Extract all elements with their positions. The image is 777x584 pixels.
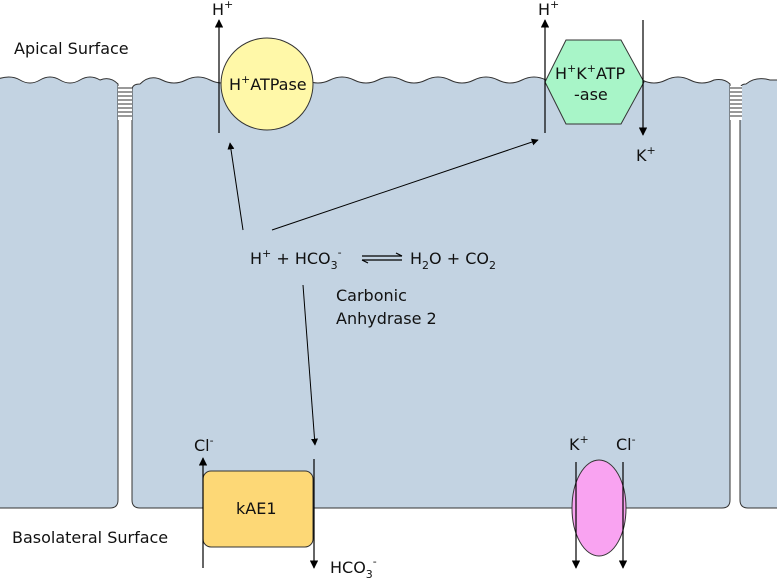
apical-surface-label: Apical Surface	[14, 39, 129, 58]
h-atpase-pump	[220, 37, 314, 131]
proton-to-hk-atpase-arrow	[271, 138, 539, 231]
basolateral-surface-label: Basolateral Surface	[12, 528, 168, 547]
proton-to-h-atpase-arrow	[227, 142, 244, 231]
hk-atpase-label-line1: H+K+ATP	[555, 62, 625, 83]
cl-ion-label-left: Cl-	[194, 434, 214, 455]
reaction-products: H2O + CO2	[410, 249, 496, 272]
h-ion-label-atpase: H+	[212, 0, 233, 19]
cl-ion-label-right: Cl-	[616, 433, 636, 454]
hk-atpase-label-line2: -ase	[574, 85, 608, 104]
main-cell	[131, 76, 731, 509]
right-cell	[739, 78, 777, 509]
carbonic-anhydrase-label-line1: Carbonic	[336, 286, 407, 305]
h-ion-label-hk: H+	[538, 0, 559, 19]
equilibrium-arrows-icon	[361, 252, 403, 264]
bicarbonate-to-kae1-arrow	[302, 284, 319, 446]
left-cell	[0, 76, 119, 509]
tight-junction-right	[730, 86, 742, 120]
kae1-label: kAE1	[236, 499, 277, 518]
k-ion-label-top: K+	[636, 144, 656, 165]
k-ion-label-bottom: K+	[569, 433, 589, 454]
hco3-ion-label: HCO3-	[330, 555, 377, 579]
h-atpase-label: H+ATPase	[229, 73, 307, 94]
carbonic-anhydrase-label-line2: Anhydrase 2	[336, 309, 437, 328]
reaction-reactants: H+ + HCO3-	[250, 246, 342, 272]
k-cl-cotransporter	[571, 459, 627, 557]
tight-junction-left	[118, 86, 132, 120]
